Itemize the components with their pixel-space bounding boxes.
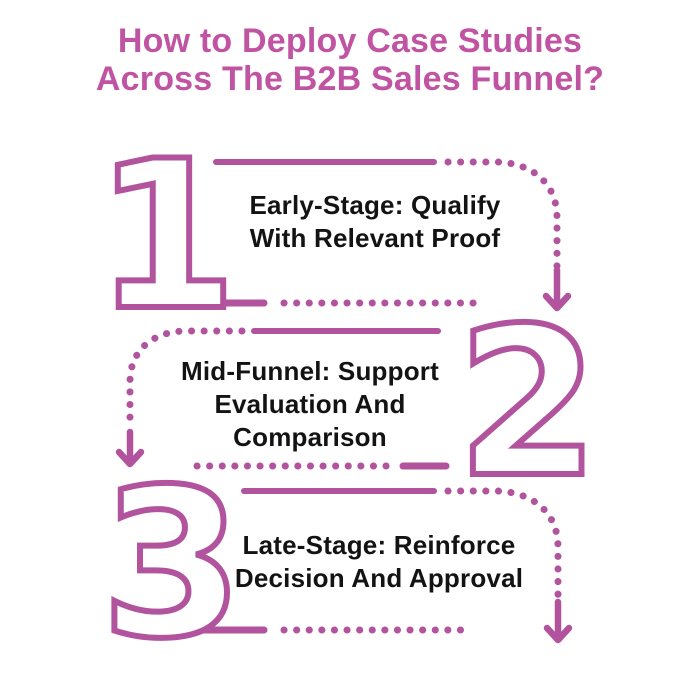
step-2-label: Mid-Funnel: Support Evaluation And Compa…	[160, 355, 460, 454]
step1-dotted-curve	[444, 158, 561, 270]
step2-down-arrow-icon	[115, 448, 145, 468]
step-1-label: Early-Stage: Qualify With Relevant Proof	[225, 189, 525, 255]
page-title: How to Deploy Case Studies Across The B2…	[0, 22, 700, 98]
step-2-label-line-2: Evaluation And	[214, 389, 406, 419]
step-3-label-line-1: Late-Stage: Reinforce	[242, 530, 516, 560]
step-3-label-line-2: Decision And Approval	[234, 563, 524, 593]
step-1-label-line-2: With Relevant Proof	[249, 223, 501, 253]
step-2-number: 2	[457, 285, 600, 523]
step1-down-arrow-icon	[542, 292, 572, 312]
step-2-label-line-1: Mid-Funnel: Support	[181, 356, 439, 386]
page-title-line-1: How to Deploy Case Studies	[117, 22, 583, 60]
step3-dotted-curve	[444, 487, 562, 602]
step2-dotted-curve	[126, 327, 246, 430]
page-title-line-2: Across The B2B Sales Funnel?	[95, 60, 605, 98]
step-3-label: Late-Stage: Reinforce Decision And Appro…	[223, 529, 535, 595]
step-1-label-line-1: Early-Stage: Qualify	[249, 190, 501, 220]
step-3-number: 3	[101, 446, 244, 684]
step-2-label-line-3: Comparison	[233, 422, 387, 452]
step3-down-arrow-icon	[543, 624, 573, 644]
step-1-number: 1	[95, 118, 238, 356]
